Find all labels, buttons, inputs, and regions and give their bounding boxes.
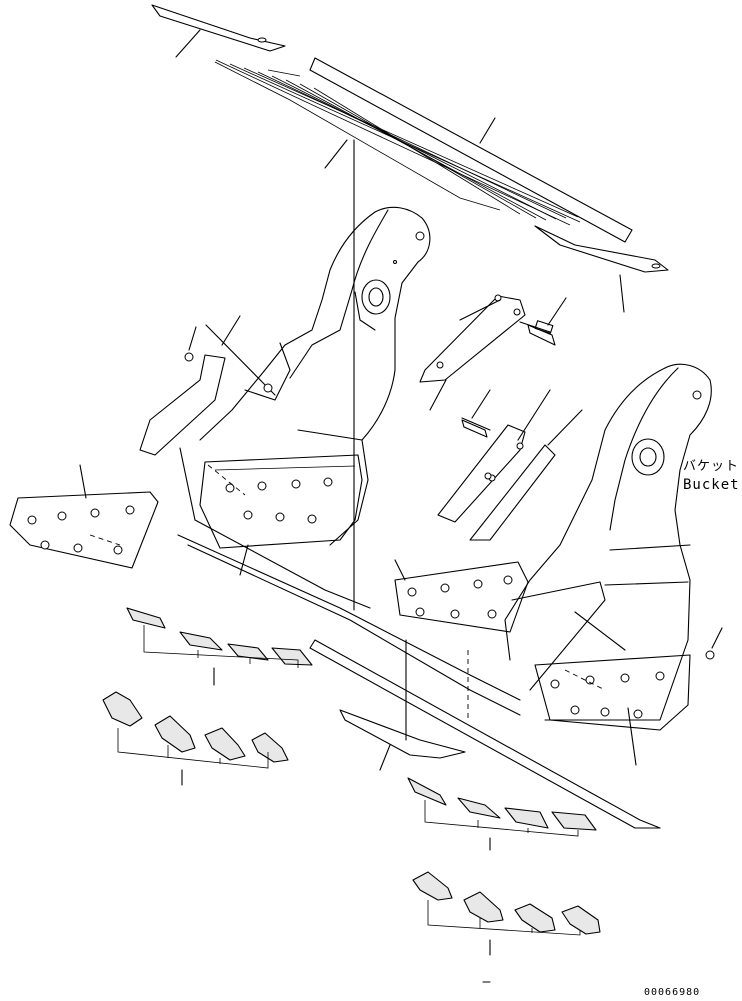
right-small-washer bbox=[705, 627, 723, 660]
bucket-teeth-row-left bbox=[102, 691, 289, 786]
left-bucket-side-arm bbox=[199, 206, 431, 546]
cutting-edge-long bbox=[309, 639, 661, 829]
left-side-cutter-plate bbox=[199, 454, 363, 549]
left-bucket-bottom bbox=[177, 447, 521, 741]
left-small-parts bbox=[139, 315, 291, 456]
left-side-plate-separate bbox=[9, 464, 159, 569]
cutting-edge-segment bbox=[339, 709, 466, 759]
bolt-pin-bottom bbox=[461, 417, 492, 480]
bucket-label-en: Bucket bbox=[683, 477, 740, 493]
wear-strip-stack bbox=[214, 57, 633, 611]
side-cutter-bracket-bottom bbox=[437, 389, 583, 541]
centre-side-plate bbox=[394, 559, 529, 633]
top-wear-plate-small bbox=[151, 4, 286, 58]
drawing-number: 00066980 bbox=[644, 987, 701, 998]
right-side-cutter-plate bbox=[534, 611, 691, 766]
bolt-pin-top bbox=[519, 320, 554, 334]
right-wear-plate bbox=[534, 225, 669, 313]
side-cutter-bracket-top bbox=[419, 294, 567, 411]
edge-protector-row-left bbox=[126, 607, 313, 686]
right-bucket-side-arm bbox=[504, 363, 712, 721]
bucket-teeth-row-right bbox=[412, 871, 601, 956]
edge-protector-row-right bbox=[407, 777, 597, 851]
bucket-label-jp: バケット bbox=[683, 459, 740, 474]
